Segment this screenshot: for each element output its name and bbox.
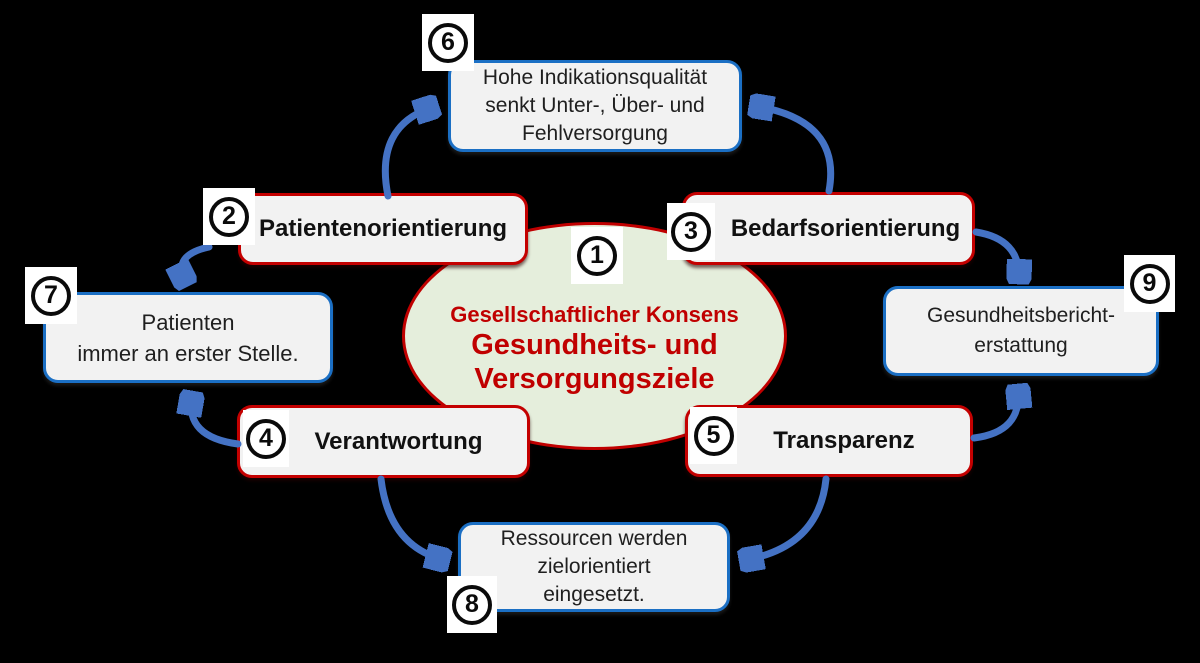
arrow-3-to-9 bbox=[972, 228, 1019, 278]
box-transparenz-label: Transparenz bbox=[773, 427, 915, 454]
circled-number-6: 6 bbox=[428, 22, 468, 63]
box-ressourcen-line2: zielorientiert bbox=[537, 555, 651, 578]
central-title-line2: Versorgungsziele bbox=[474, 363, 715, 395]
circled-number-4: 4 bbox=[246, 418, 286, 459]
number-chip-2: 2 bbox=[203, 188, 255, 245]
arrow-5-to-9 bbox=[970, 390, 1018, 442]
central-subtitle: Gesellschaftlicher Konsens bbox=[450, 302, 739, 327]
box-bedarfsorientierung-label: Bedarfsorientierung bbox=[730, 214, 961, 242]
circled-number-8: 8 bbox=[452, 584, 492, 625]
number-chip-8: 8 bbox=[447, 576, 497, 633]
circled-number-1: 1 bbox=[577, 235, 617, 276]
number-chip-5: 5 bbox=[690, 407, 737, 464]
box-verantwortung-label: Verantwortung bbox=[314, 427, 483, 455]
central-title-line1: Gesundheits- und bbox=[471, 329, 718, 361]
circled-number-5: 5 bbox=[693, 415, 734, 456]
circled-number-2: 2 bbox=[209, 196, 249, 237]
box-indikationsqualitaet: Hohe Indikationsqualität senkt Unter-, Ü… bbox=[448, 60, 742, 152]
circled-number-3: 3 bbox=[671, 211, 711, 252]
number-chip-9: 9 bbox=[1124, 255, 1175, 312]
box-ressourcen-line3: eingesetzt. bbox=[543, 583, 645, 606]
box-bedarfsorientierung: Bedarfsorientierung bbox=[682, 192, 975, 265]
box-gesundheitsberichterstattung: Gesundheitsbericht- erstattung bbox=[883, 286, 1159, 376]
box-gesundheitsberichterstattung-line1: Gesundheitsbericht- bbox=[927, 304, 1115, 327]
number-chip-4: 4 bbox=[243, 410, 289, 467]
box-indikationsqualitaet-line2: senkt Unter-, Über- und bbox=[485, 94, 705, 117]
arrow-2-to-7 bbox=[182, 243, 213, 281]
arrow-2-to-6 bbox=[381, 107, 433, 200]
circled-number-9: 9 bbox=[1129, 263, 1170, 304]
box-patienten-erste-stelle: Patienten immer an erster Stelle. bbox=[43, 292, 333, 383]
box-indikationsqualitaet-line3: Fehlversorgung bbox=[522, 122, 668, 145]
box-indikationsqualitaet-line1: Hohe Indikationsqualität bbox=[482, 66, 708, 89]
circled-number-7: 7 bbox=[31, 275, 71, 316]
box-patientenorientierung: Patientenorientierung bbox=[238, 193, 528, 265]
box-ressourcen: Ressourcen werden zielorientiert eingese… bbox=[458, 522, 730, 612]
box-gesundheitsberichterstattung-line2: erstattung bbox=[974, 334, 1068, 357]
number-chip-6: 6 bbox=[422, 14, 474, 71]
number-chip-3: 3 bbox=[667, 203, 715, 260]
arrow-4-to-8 bbox=[377, 475, 444, 560]
arrow-4-to-7 bbox=[191, 397, 242, 448]
arrow-5-to-8 bbox=[745, 475, 830, 560]
arrow-3-to-6 bbox=[755, 106, 835, 195]
box-patienten-erste-stelle-line1: Patienten bbox=[141, 309, 235, 335]
box-patienten-erste-stelle-line2: immer an erster Stelle. bbox=[77, 340, 299, 366]
box-ressourcen-line1: Ressourcen werden bbox=[500, 527, 688, 550]
number-chip-1: 1 bbox=[571, 227, 623, 284]
number-chip-7: 7 bbox=[25, 267, 77, 324]
box-patientenorientierung-label: Patientenorientierung bbox=[258, 215, 508, 242]
